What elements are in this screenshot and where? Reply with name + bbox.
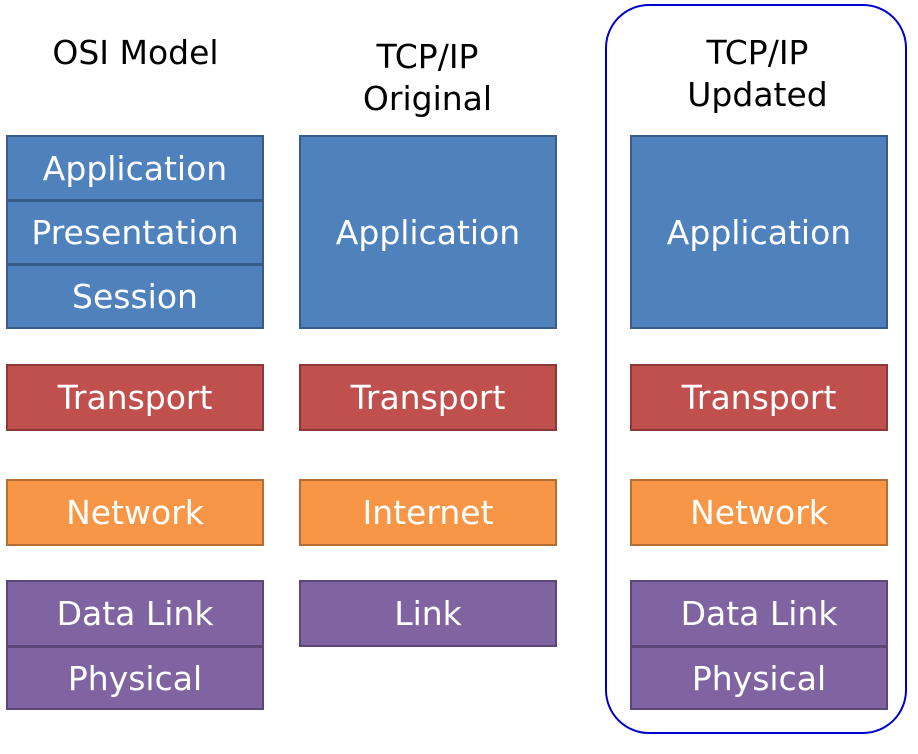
tcpip-updated-data-link-layer: Data Link (630, 580, 888, 647)
osi-transport-layer: Transport (6, 364, 264, 431)
osi-application-layer: Application (6, 135, 264, 201)
tcpip-original-application-layer: Application (299, 135, 557, 329)
tcpip-updated-application-layer: Application (630, 135, 888, 329)
tcpip-updated-transport-layer: Transport (630, 364, 888, 431)
tcpip-original-link-layer: Link (299, 580, 557, 647)
osi-data-link-layer: Data Link (6, 580, 264, 647)
osi-presentation-layer: Presentation (6, 200, 264, 265)
tcpip-updated-network-layer: Network (630, 479, 888, 546)
osi-session-layer: Session (6, 264, 264, 329)
tcpip-original-internet-layer: Internet (299, 479, 557, 546)
tcpip-original-transport-layer: Transport (299, 364, 557, 431)
osi-network-layer: Network (6, 479, 264, 546)
tcpip-updated-highlight (605, 4, 907, 734)
osi-model-title: OSI Model (52, 33, 219, 72)
tcpip-original-title: TCP/IP Original (362, 37, 493, 118)
tcpip-updated-title: TCP/IP Updated (687, 33, 828, 114)
tcpip-updated-physical-layer: Physical (630, 646, 888, 710)
osi-physical-layer: Physical (6, 646, 264, 710)
